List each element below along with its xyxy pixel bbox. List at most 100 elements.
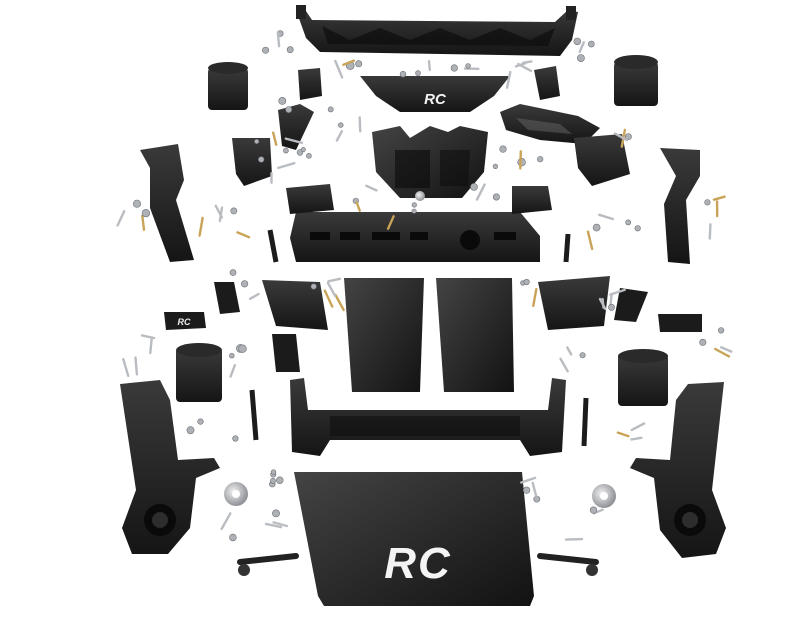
bolt [355,201,361,212]
bolt [559,357,569,373]
nut [241,280,249,288]
bolt [586,230,594,251]
bolt [475,183,486,201]
nut [411,208,417,214]
nut [522,486,531,494]
nut [262,46,270,54]
nut [537,156,544,163]
nut [283,147,289,154]
bolt [386,215,395,230]
bolt [248,292,260,300]
nut [272,509,280,518]
diff-drop-bracket [372,126,488,198]
nut [634,225,641,232]
bolt [598,213,614,221]
nut [141,209,150,218]
nut [270,469,277,475]
bolt [564,537,584,541]
nut [533,495,541,503]
bolt [522,60,533,64]
washers [224,191,616,508]
skid-plate-logo: RC [384,539,452,588]
nut [415,70,421,76]
bolt [122,357,130,377]
bolt [630,436,643,441]
bolt [517,62,533,73]
bolt [236,231,251,239]
bolt [323,289,334,308]
nut [300,147,306,153]
nut [276,476,284,484]
bolt [427,60,431,72]
bolt [214,204,224,219]
tie-rods [237,229,599,576]
nut [338,122,344,128]
rear-crossmember [290,378,566,456]
bolt [616,431,630,438]
nut [589,506,598,514]
nut [492,193,500,201]
bolt [720,346,733,353]
bolt [613,132,629,142]
bolt [140,334,156,340]
bolt [229,364,237,378]
nut [197,418,204,425]
bolt [598,297,607,311]
nut [411,202,417,208]
bolt [708,223,712,240]
small-bracket-logo: RC [178,317,191,327]
nut [229,269,237,276]
nut [306,153,312,159]
bolt [198,216,204,237]
bolt [326,281,337,298]
nut [577,54,585,62]
knuckle-right [630,382,726,558]
flat-plates [262,276,610,392]
nut [523,278,530,286]
bolt [334,59,344,79]
bolt [220,512,232,531]
bolt [519,150,522,170]
bolt [505,70,512,89]
bolt [277,161,296,170]
bolt [609,288,626,296]
nut [258,156,265,163]
nut [238,344,247,353]
nut [186,426,195,435]
nut [450,64,458,72]
bolt [578,41,585,54]
bolt [365,184,378,192]
bolt [712,195,726,201]
nut [592,223,601,232]
bolt [116,210,126,227]
top-plate: RC [360,76,510,112]
nut [579,352,586,359]
side-brackets [140,66,700,264]
nut [704,199,711,206]
bolt [335,129,343,142]
bolt [284,137,303,145]
bolt [531,481,538,497]
nut [492,163,499,169]
bolt [276,31,281,48]
nut [399,70,407,78]
nut [230,207,238,215]
bolt [532,288,538,307]
small-brackets: RC [164,282,702,372]
nut [327,106,334,113]
bolt [609,293,613,307]
bolt [264,522,283,529]
bolt [334,293,345,312]
nut [717,327,725,334]
nut [285,106,293,113]
nut [587,40,595,48]
skid-plate: RC [294,472,534,606]
nut [278,97,287,105]
coil-spacer-mid-right [618,349,668,406]
bolt [272,131,278,146]
nut [465,63,471,69]
coil-spacer-mid-left [176,343,222,402]
bolt [134,356,139,376]
bolt [630,422,646,432]
